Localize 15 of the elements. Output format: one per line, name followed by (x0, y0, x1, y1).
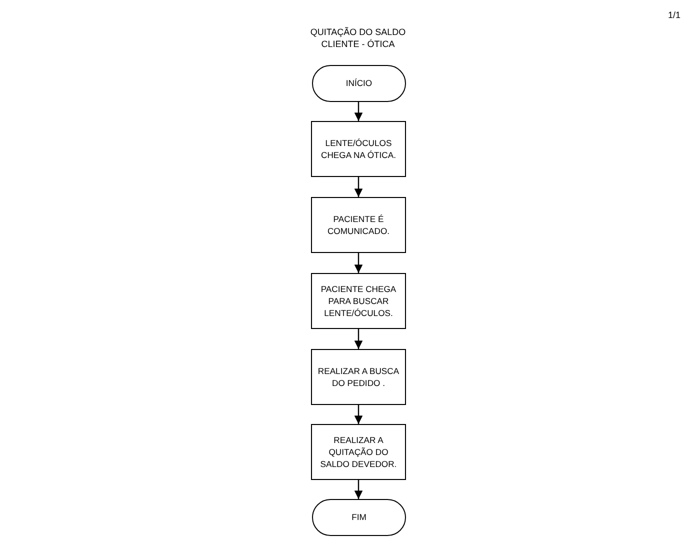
arrow (354, 253, 363, 273)
terminator-shape: INÍCIO (312, 65, 406, 102)
page-number: 1/1 (668, 10, 681, 20)
process-box: PACIENTE CHEGA PARA BUSCAR LENTE/ÓCULOS. (311, 273, 406, 329)
process-box: LENTE/ÓCULOS CHEGA NA ÓTICA. (311, 121, 406, 177)
process-box: PACIENTE É COMUNICADO. (311, 197, 406, 253)
process-box: REALIZAR A QUITAÇÃO DO SALDO DEVEDOR. (311, 424, 406, 480)
arrow (354, 102, 363, 121)
process-box: REALIZAR A BUSCA DO PEDIDO . (311, 349, 406, 405)
arrow (354, 405, 363, 424)
terminator-shape: FIM (312, 499, 406, 536)
arrow (354, 177, 363, 197)
arrow (354, 480, 363, 499)
arrow (354, 329, 363, 349)
diagram-title: QUITAÇÃO DO SALDO CLIENTE - ÓTICA (309, 26, 407, 50)
